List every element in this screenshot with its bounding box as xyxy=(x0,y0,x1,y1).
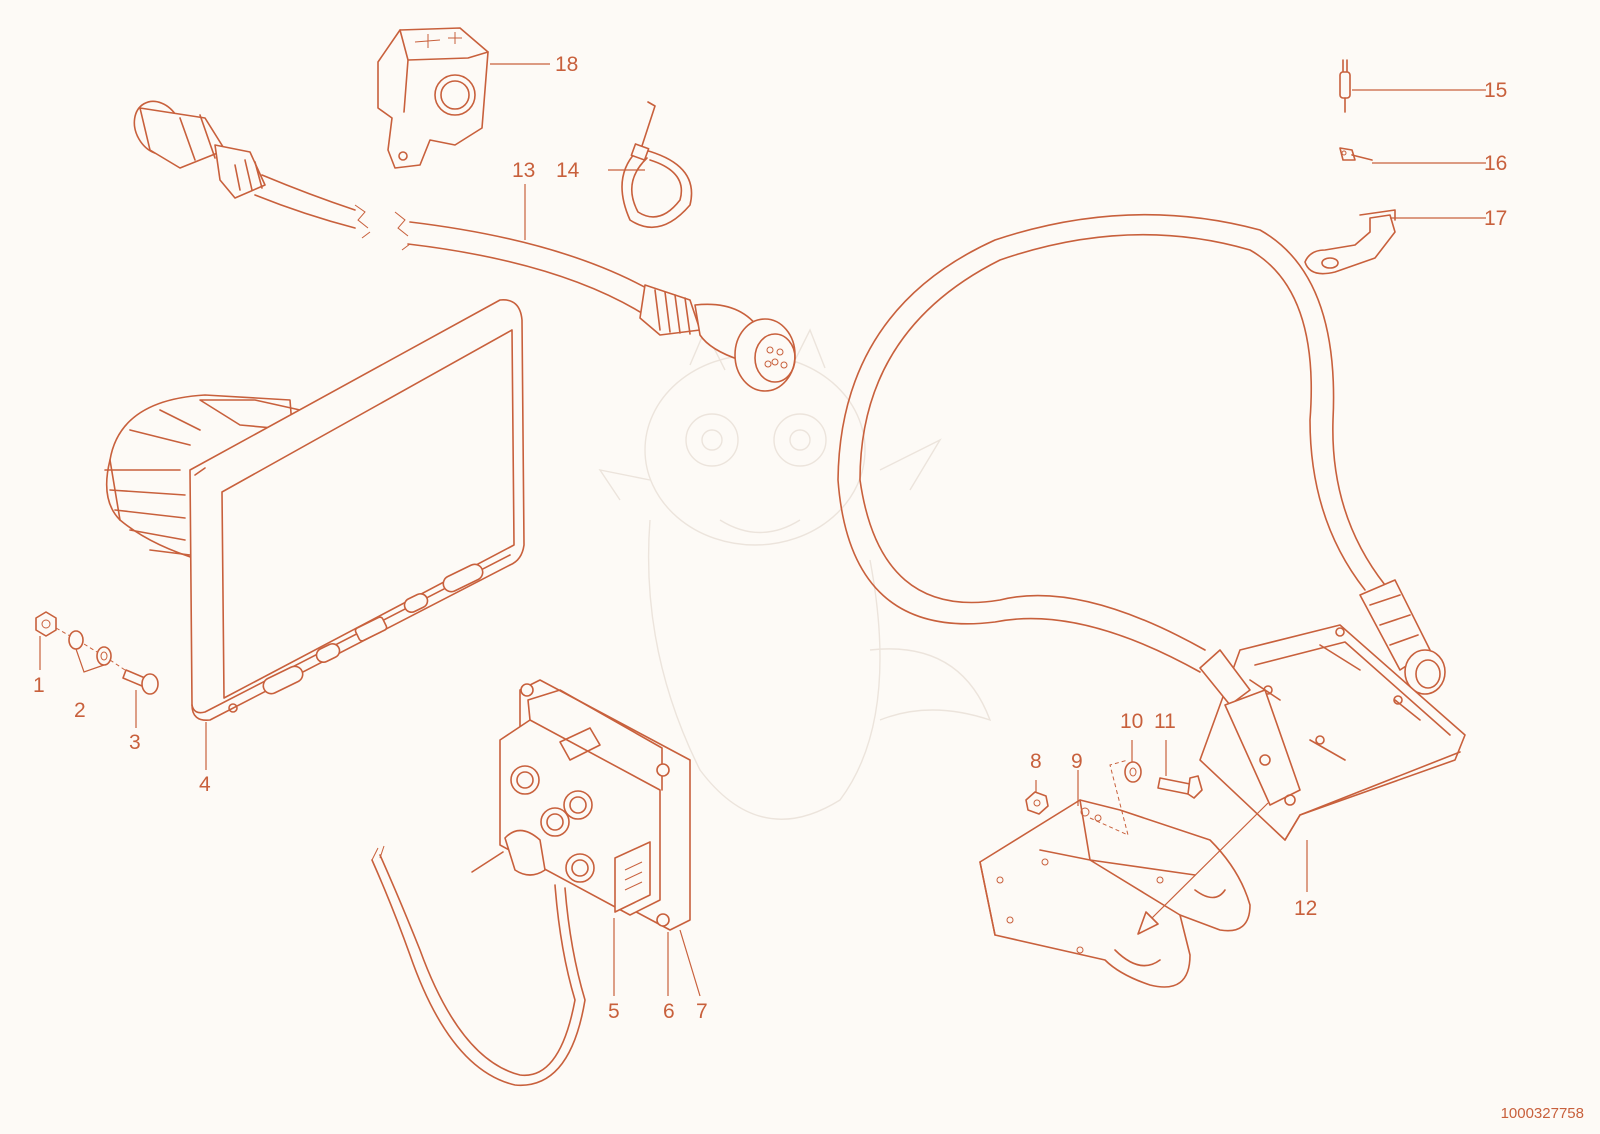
callout-7: 7 xyxy=(696,1000,708,1023)
part-5-control-module xyxy=(371,679,691,1086)
part-4-display-monitor xyxy=(104,299,525,722)
part-15-fuse xyxy=(1339,59,1351,113)
part-8-nut xyxy=(1025,791,1049,815)
part-18-clip-housing xyxy=(377,27,489,169)
callout-17: 17 xyxy=(1484,207,1507,230)
callout-13: 13 xyxy=(512,159,535,182)
part-11-bolt xyxy=(1157,775,1203,799)
callout-12: 12 xyxy=(1294,897,1317,920)
callout-18: 18 xyxy=(555,53,578,76)
callout-15: 15 xyxy=(1484,79,1507,102)
callout-3: 3 xyxy=(129,731,141,754)
callout-1: 1 xyxy=(33,674,45,697)
callout-16: 16 xyxy=(1484,152,1507,175)
part-3-bolt xyxy=(122,669,159,695)
watermark-mascot xyxy=(598,328,992,820)
part-14-cable-tie xyxy=(621,101,693,229)
callout-2: 2 xyxy=(74,699,86,722)
assembly-arrow xyxy=(1137,802,1269,935)
part-2-washers xyxy=(55,627,126,671)
part-9-mounting-bracket xyxy=(979,759,1251,988)
part-10-washer xyxy=(1124,761,1142,783)
callout-6: 6 xyxy=(663,1000,675,1023)
callout-5: 5 xyxy=(608,1000,620,1023)
part-12-harness-bracket xyxy=(837,213,1466,841)
part-17-bracket-clip xyxy=(1304,209,1396,275)
callout-8: 8 xyxy=(1030,750,1042,773)
part-13-cable-assembly xyxy=(133,100,796,392)
callout-14: 14 xyxy=(556,159,580,182)
part-1-nut xyxy=(35,611,57,637)
document-number: 1000327758 xyxy=(1501,1105,1584,1122)
callout-9: 9 xyxy=(1071,750,1083,773)
leader-lines xyxy=(39,63,1486,997)
callout-10: 10 xyxy=(1120,710,1143,733)
part-16-terminal xyxy=(1339,147,1373,161)
callout-4: 4 xyxy=(199,773,211,796)
callout-labels: 18 13 14 15 16 17 1 2 3 4 5 6 7 8 9 10 1… xyxy=(33,53,1584,1122)
callout-11: 11 xyxy=(1154,710,1176,733)
